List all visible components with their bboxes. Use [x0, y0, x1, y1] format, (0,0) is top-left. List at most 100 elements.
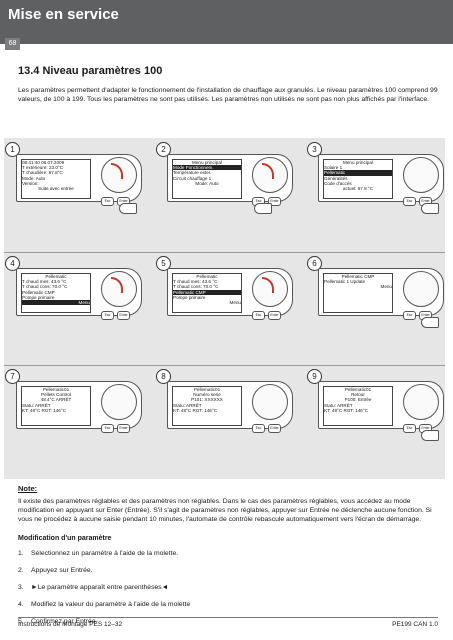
screen-line: Code d'accès [324, 180, 352, 186]
screen-line: Pellematic01 [42, 387, 70, 392]
rotary-knob-icon [403, 271, 439, 307]
modification-title: Modification d'un paramètre [18, 535, 112, 542]
screen-line: KT: 48°C RGT: 146°C [22, 407, 67, 413]
enter-button: Enter [268, 424, 281, 433]
esc-button: Esc [101, 197, 114, 206]
screen-line: actuel: 67.8 °C [342, 186, 374, 192]
rotate-arrow-icon [262, 277, 274, 293]
step-number: 8 [156, 369, 171, 384]
row-divider [4, 365, 445, 366]
pointing-hand-icon [421, 317, 439, 328]
screen-line: Menu principal [343, 160, 373, 165]
screen-line: P101: XXXXXX [191, 397, 223, 403]
screen-line: KT: 48°C RGT: 146°C [173, 407, 218, 413]
step-number: 2 [156, 142, 171, 157]
footer-right: PE199 CAN 1.0 [392, 621, 438, 628]
page-number: 68 [5, 38, 20, 50]
enter-button: Enter [117, 311, 130, 320]
step-number: 9 [307, 369, 322, 384]
step-number: 4 [5, 256, 20, 271]
screen-line: Pompe primaire [173, 294, 206, 300]
note-text: Il existe des paramètres réglables et de… [18, 498, 432, 523]
rotary-knob-icon [252, 384, 288, 420]
pointing-hand-icon [119, 203, 137, 214]
step-number: 6 [307, 256, 322, 271]
list-item: 1.Sélectionnez un paramètre à l'aide de … [18, 550, 179, 557]
rotary-knob-icon [403, 384, 439, 420]
screen-line: P100: Entrée [344, 397, 372, 403]
esc-button: Esc [403, 424, 416, 433]
esc-button: Esc [101, 311, 114, 320]
screen-line: T chaudière: 67.8°C [22, 170, 63, 176]
screen-line: Pellematic01 [193, 387, 221, 392]
step-number: 7 [5, 369, 20, 384]
rotate-arrow-icon [111, 163, 123, 179]
esc-button: Esc [403, 311, 416, 320]
screen-line: Mode Fonctionnem. [173, 165, 241, 171]
screen-line: Menu principal [192, 160, 222, 165]
screen-line: T chaud cons: 70.0 °C [173, 284, 219, 290]
screen-line: Pellematic01 [344, 387, 372, 392]
list-item: 3.►Le paramètre apparaît entre parenthès… [18, 584, 169, 591]
screen-line: Mode: Auto [195, 180, 219, 186]
step-number: 5 [156, 256, 171, 271]
list-item: 5.Confirmez par Entrée. [18, 618, 98, 625]
screen-line: Solaire 1 [324, 165, 343, 171]
rotary-knob-icon [252, 157, 288, 193]
enter-button: Enter [268, 311, 281, 320]
intro-paragraph: Les paramètres permettent d'adapter le f… [18, 87, 438, 103]
screen-line: Statu: ARRÊT [324, 402, 353, 408]
screen-line: Pellematic CMP [341, 274, 375, 279]
rotary-knob-icon [101, 157, 137, 193]
esc-button: Esc [403, 197, 416, 206]
rotate-arrow-icon [262, 163, 274, 179]
screen-line: Pellematic 1 Update [324, 279, 366, 285]
screen-line: Pellematic CMP [173, 289, 241, 295]
steps-list: 1.Sélectionnez un paramètre à l'aide de … [18, 550, 190, 635]
esc-button: Esc [252, 424, 265, 433]
row-divider [4, 252, 445, 253]
screen-line: Pompe primaire [22, 294, 55, 300]
screen-line: Retour [351, 392, 365, 398]
rotate-arrow-icon [111, 277, 123, 293]
screen-line: Mode: Auto [22, 175, 46, 181]
esc-button: Esc [101, 424, 114, 433]
screen-line: T chaud mes: 43.6 °C [22, 279, 67, 285]
step-number: 1 [5, 142, 20, 157]
footer-divider [18, 617, 438, 618]
enter-button: Enter [117, 424, 130, 433]
screen-line: T chaud mes: 43.6 °C [173, 279, 218, 285]
screen-line: Pellematic [324, 170, 392, 176]
pointing-hand-icon [254, 203, 272, 214]
list-item: 2.Appuyez sur Entrée. [18, 567, 93, 574]
screen-line: 48.4°C ARRÊT [40, 397, 72, 403]
screen-line: Version: [22, 180, 39, 186]
pointing-hand-icon [421, 430, 439, 441]
rotary-knob-icon [101, 271, 137, 307]
screen-line: Pellematic [45, 274, 67, 279]
screen-line: Pellematic [196, 274, 218, 279]
